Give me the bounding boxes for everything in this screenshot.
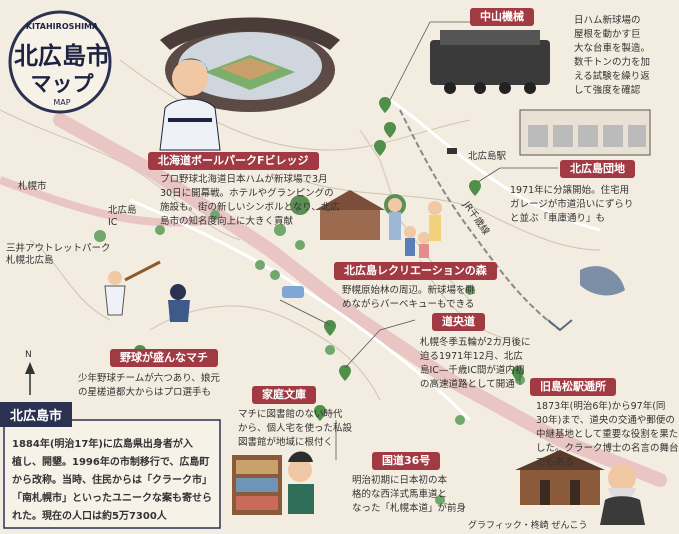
clark-illustration [600,464,645,525]
baseball-illustration [104,260,190,322]
desc-nakayama: 日ハム新球場の 屋根を動かす巨 大な台車を製造。 数千トンの力を加 える試験を繰… [574,15,651,96]
label-matsumura: 旧島松駅逓所 [530,378,616,396]
credit: グラフィック・柊崎 ぜんこう [468,521,588,531]
desc-recreation: 野幌原始林の周辺。新球場を眺 めながらバーベキューもできる [342,285,476,310]
title-romaji: KITAHIROSHIMA [25,22,99,31]
desc-danchi: 1971年に分譲開始。住宅用 ガレージが市道沿いにずらり と並ぶ「車庫通り」も [510,185,634,224]
place-ic: 北広島 IC [108,205,137,228]
label-recreation: 北広島レクリエーションの森 [334,262,497,280]
kitahiroshima-map: { "title": { "romaji": "KITAHIROSHIMA", … [0,8,679,531]
player-illustration [159,58,221,151]
stadium-illustration [160,17,340,112]
label-route36: 国道36号 [372,452,441,470]
lodge-illustration [290,190,406,240]
history-box-frame [3,419,221,529]
family-illustration [388,198,442,258]
desc-ballpark: プロ野球北海道日本ハムが新球場で3月 30日に開幕戦。ホテルやグランピングの 施… [160,174,340,227]
compass-label: N [25,350,32,360]
desc-matsumura: 1873年(明治6年)から97年(同 30年)まで、道央の交通や郵便の 中継基地… [536,401,679,468]
place-outlet: 三井アウトレットパーク 札幌北広島 [6,243,111,266]
label-ballpark: 北海道ボールパークFビレッジ [148,152,319,170]
desc-bunko: マチに図書館のない時代 から、個人宅を使った私設 図書館が地域に根付く [238,409,353,448]
compass-icon [25,362,35,395]
label-baseball: 野球が盛んなマチ [110,349,218,367]
machinery-illustration [430,30,550,94]
map-base [0,17,667,529]
desc-baseball: 少年野球チームが六つあり、娘元 の星槎道都大からはプロ選手も [78,373,220,398]
place-station: 北広島駅 [468,151,507,162]
station-building-illustration [515,450,605,505]
history-title: 北広島市 [0,402,73,427]
station-marker-icon [447,148,457,154]
desc-doou: 札幌冬季五輪が2カ月後に 迫る1971年12月、北広 島IC—千歳IC間が道内初… [420,337,531,390]
label-danchi: 北広島団地 [560,160,635,178]
title-en: MAP [53,98,71,107]
bird-illustration [580,266,625,296]
desc-route36: 明治初期に日本初の本 格的な西洋式馬車道と なった「札幌本道」が前身 [352,475,467,514]
garages-illustration [519,109,651,156]
label-nakayama: 中山機械 [470,8,534,26]
bookshelf-illustration [232,451,314,515]
history-text: 1884年(明治17年)に広島県出身者が入 植し、開墾。1996年の市制移行で、… [12,439,212,522]
label-doou: 道央道 [432,313,485,331]
label-bunko: 家庭文庫 [252,386,316,404]
car-illustration [282,286,304,298]
title-badge [8,10,112,114]
title-subtitle: マップ [30,72,94,96]
place-sapporo: 札幌市 [18,181,47,192]
page-title: 北広島市 [14,42,110,70]
